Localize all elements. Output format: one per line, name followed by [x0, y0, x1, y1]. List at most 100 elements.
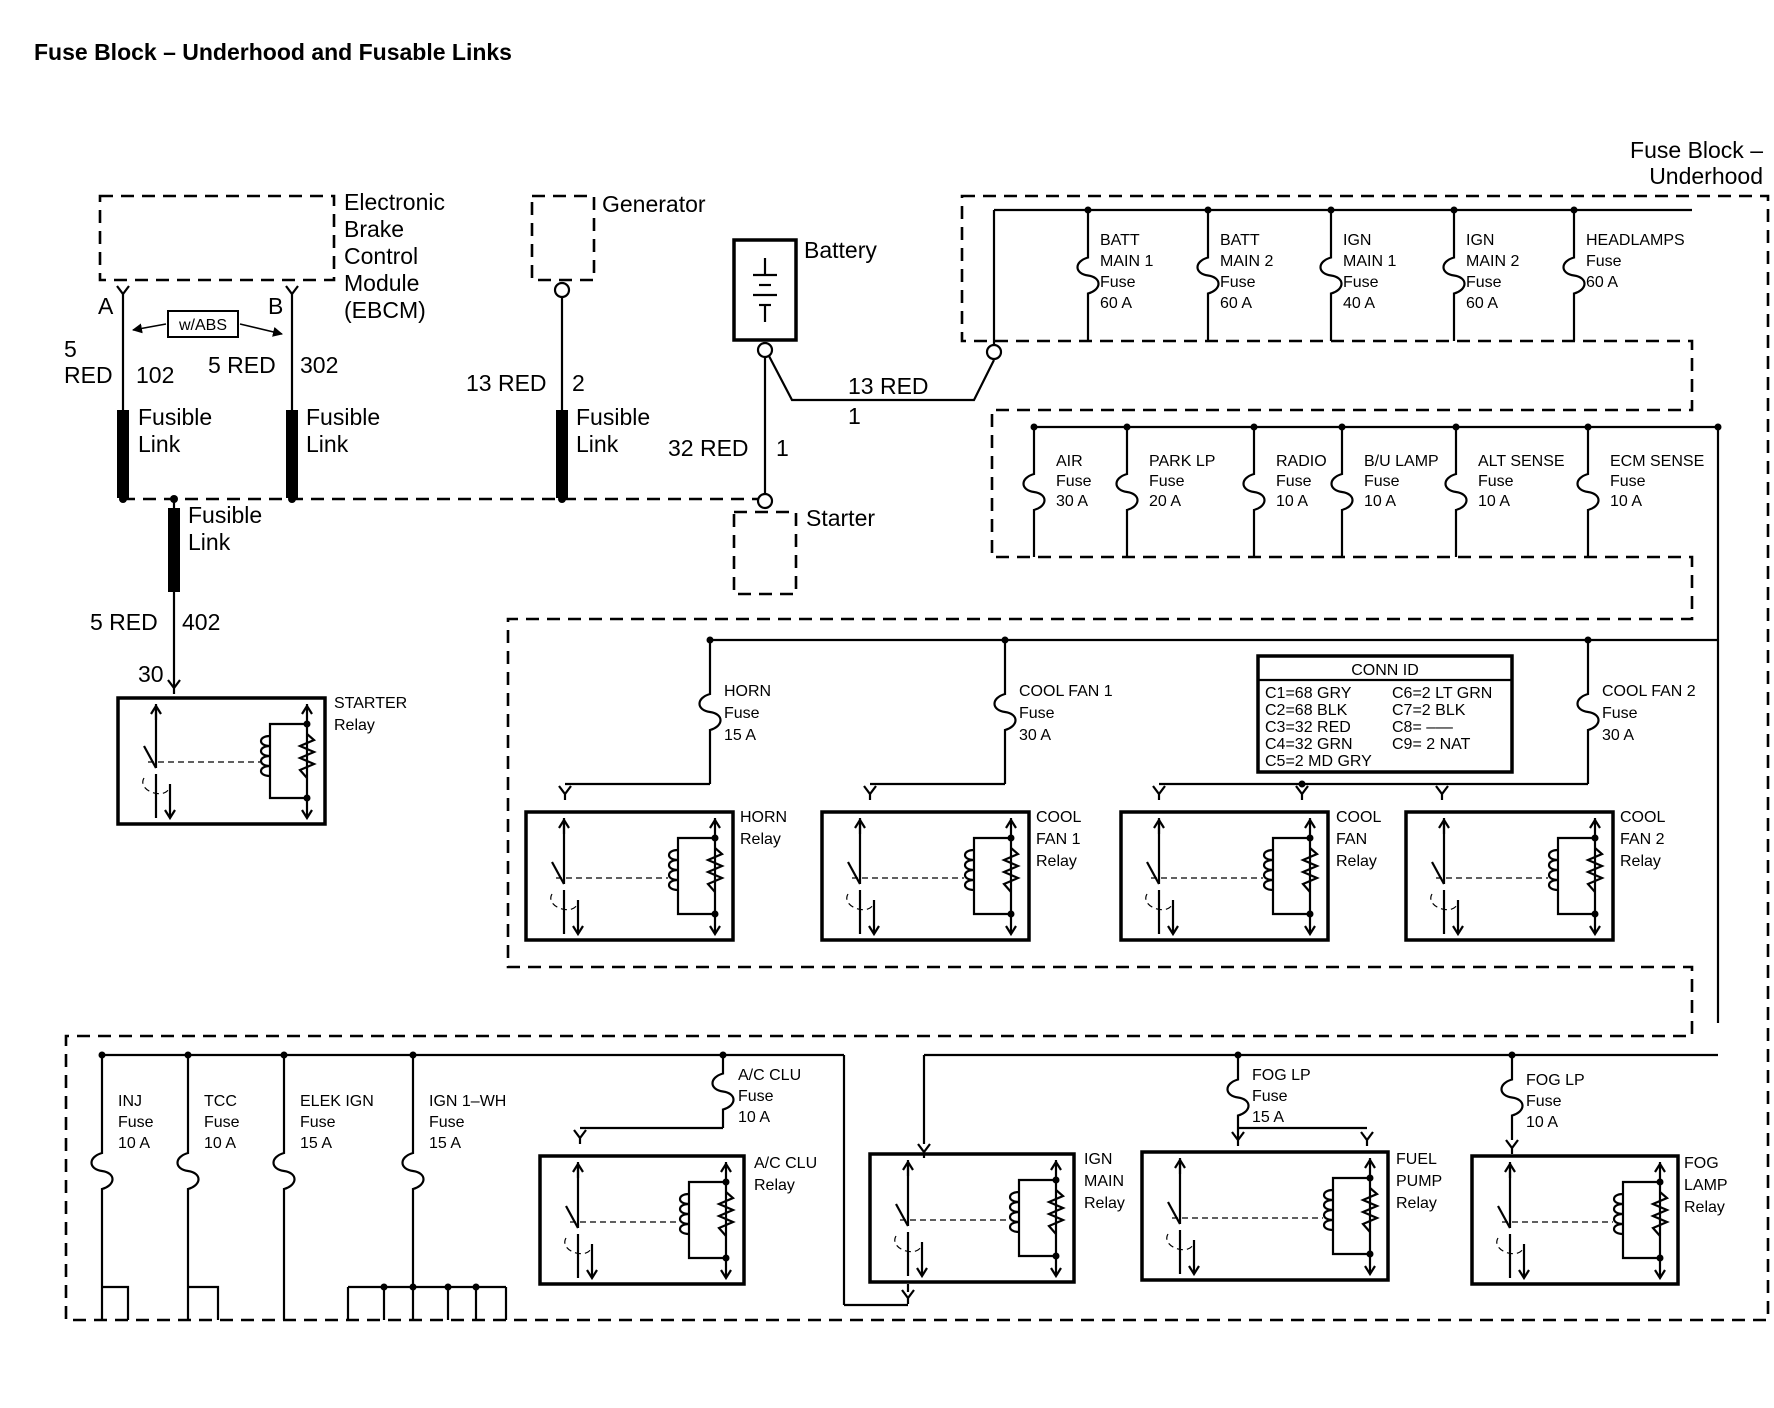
- fuse-label: COOL FAN 2: [1602, 683, 1696, 700]
- fuse-label: HEADLAMPS: [1586, 232, 1685, 249]
- wire-starter-circuit: 1: [776, 435, 789, 461]
- wire-a-circuit: 102: [136, 362, 174, 388]
- resistor-icon: [1300, 847, 1320, 893]
- fuse-label: Fuse: [1276, 473, 1312, 490]
- fuse-icon: [1562, 210, 1586, 341]
- conn-id-right: C8= –––: [1392, 719, 1453, 736]
- ebcm-box: [98, 194, 336, 282]
- resistor-icon: [716, 1191, 736, 1237]
- starter-relay-label: Relay: [334, 717, 375, 734]
- fuse-label: MAIN 2: [1220, 253, 1273, 270]
- fuse-label: 10 A: [118, 1135, 150, 1152]
- fuse-label: Fuse: [1610, 473, 1646, 490]
- fuse-label: Fuse: [1466, 274, 1502, 291]
- splice-dot: [722, 1178, 730, 1186]
- connector-fork-icon: [1152, 785, 1166, 800]
- fusible-link-gen: [556, 410, 568, 498]
- splice-dot: [409, 1283, 417, 1291]
- splice-dot: [1052, 1252, 1060, 1260]
- relay-coil-icon: [1322, 1188, 1334, 1232]
- fusible-link-label: Link: [188, 529, 231, 555]
- fuse-label: IGN 1–WH: [429, 1093, 506, 1110]
- conn-id-table: [1256, 654, 1514, 774]
- resistor-icon: [1585, 847, 1605, 893]
- fuse-icon: [176, 1055, 200, 1287]
- cool-fan-1-relay-label: FAN 1: [1036, 831, 1081, 848]
- ign-main-relay-label: MAIN: [1084, 1173, 1124, 1190]
- fuse-label: FOG LP: [1526, 1072, 1585, 1089]
- splice-dot: [303, 720, 311, 728]
- cool-fan-2-relay-label: COOL: [1620, 809, 1665, 826]
- fuse-label: Fuse: [429, 1114, 465, 1131]
- fuse-label: 30 A: [1056, 493, 1088, 510]
- wire-gen-label: 13 RED: [466, 370, 547, 396]
- relay-coil-icon: [1262, 848, 1274, 892]
- fuel-pump-relay-box: [1140, 1150, 1390, 1282]
- fuse-label: Fuse: [300, 1114, 336, 1131]
- fuse-label: 10 A: [738, 1109, 770, 1126]
- conn-id-right: C6=2 LT GRN: [1392, 685, 1492, 702]
- splice-dot: [711, 910, 719, 918]
- fuse-icon: [1500, 1055, 1524, 1140]
- wabs-box: [167, 310, 239, 338]
- cool-fan-relay-label: COOL: [1336, 809, 1381, 826]
- fuse-label: 15 A: [300, 1135, 332, 1152]
- fusible-link-label: Fusible: [306, 404, 380, 430]
- ign-main-relay-box: [868, 1152, 1076, 1284]
- fuse-label: AIR: [1056, 453, 1083, 470]
- fuse-label: IGN: [1466, 232, 1494, 249]
- ebcm-label: Control: [344, 243, 418, 269]
- fusible-link-b: [286, 410, 298, 498]
- fuse-icon: [1442, 210, 1466, 341]
- fuse-icon: [272, 1055, 296, 1287]
- wire-bat-label: 13 RED: [848, 373, 929, 399]
- fuse-label: FOG LP: [1252, 1067, 1311, 1084]
- fog-lamp-relay-label: FOG: [1684, 1155, 1719, 1172]
- fuse-label: TCC: [204, 1093, 237, 1110]
- fuse-label: COOL FAN 1: [1019, 683, 1113, 700]
- fuse-icon: [698, 640, 722, 784]
- cool-fan-1-relay-label: Relay: [1036, 853, 1077, 870]
- fuse-label: 20 A: [1149, 493, 1181, 510]
- cool-fan-relay-label: FAN: [1336, 831, 1367, 848]
- connector-b-icon: [285, 285, 299, 300]
- relay-coil-icon: [259, 734, 271, 778]
- fuse-label: Fuse: [1586, 253, 1622, 270]
- wire-a-gauge: 5: [64, 336, 77, 362]
- starter-box: [732, 510, 798, 596]
- fusible-link-label: Fusible: [188, 502, 262, 528]
- splice-dot: [1007, 834, 1015, 842]
- relay-coil-icon: [1008, 1190, 1020, 1234]
- fuse-label: Fuse: [1252, 1088, 1288, 1105]
- connector-fork-icon: [1505, 1139, 1519, 1154]
- conn-id-left: C4=32 GRN: [1265, 736, 1353, 753]
- splice-dot: [1656, 1254, 1664, 1262]
- terminal-ring: [553, 281, 571, 299]
- relay-coil-icon: [667, 848, 679, 892]
- splice-dot: [1366, 1174, 1374, 1182]
- splice-bus: [121, 497, 758, 501]
- fuse-label: 15 A: [429, 1135, 461, 1152]
- connector-a-icon: [116, 285, 130, 300]
- connector-fork-icon: [1435, 785, 1449, 800]
- splice-dot: [288, 495, 296, 503]
- fog-lamp-relay-label: Relay: [1684, 1199, 1725, 1216]
- relay-pin-label: 30: [138, 661, 164, 687]
- ign-main-relay-label: Relay: [1084, 1195, 1125, 1212]
- relay-coil-icon: [963, 848, 975, 892]
- fusible-link-label: Link: [306, 431, 349, 457]
- splice-dot: [1656, 1178, 1664, 1186]
- cool-fan-relay-box: [1119, 810, 1330, 942]
- splice-dot: [1052, 1176, 1060, 1184]
- splice-dot: [1591, 834, 1599, 842]
- resistor-icon: [1001, 847, 1021, 893]
- terminal-ring: [756, 341, 774, 359]
- cool-fan-1-relay-box: [820, 810, 1031, 942]
- fuse-icon: [993, 640, 1017, 784]
- connector-stub: [186, 1285, 220, 1320]
- connector-fork-icon: [1295, 785, 1309, 800]
- fuse-label: A/C CLU: [738, 1067, 801, 1084]
- connector-fork-icon: [863, 785, 877, 800]
- fuse-label: RADIO: [1276, 453, 1327, 470]
